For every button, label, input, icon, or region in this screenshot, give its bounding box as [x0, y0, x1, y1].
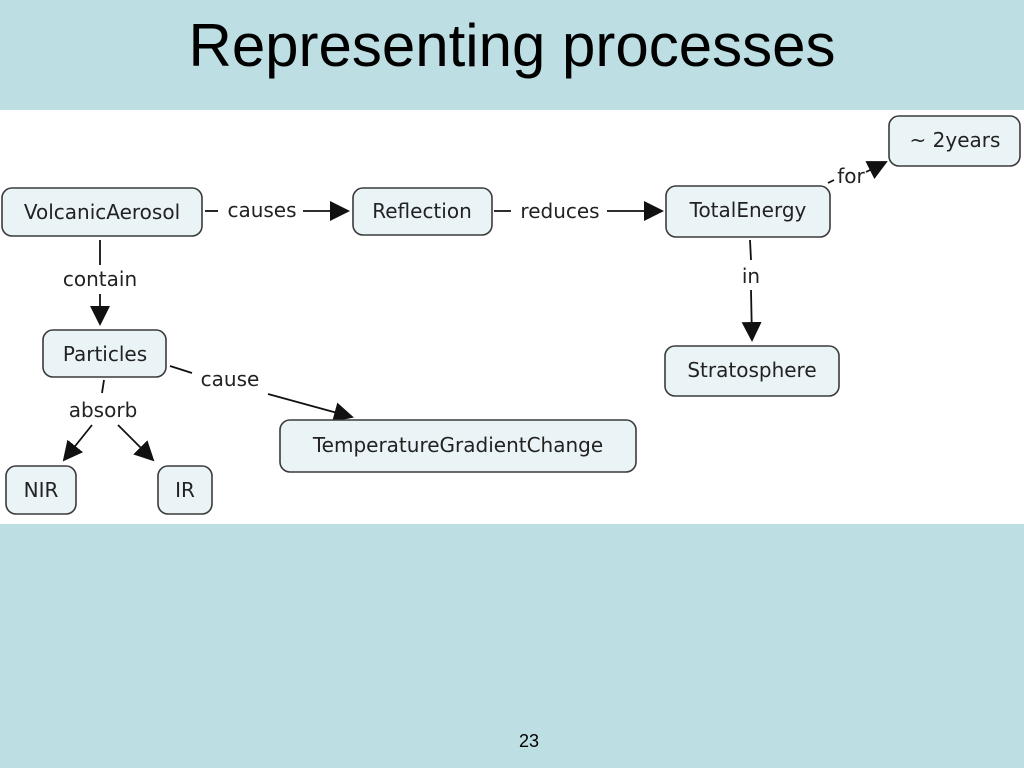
edge-for-twoyears: [865, 161, 888, 179]
edge-cause-temperaturegradientchange: [267, 393, 354, 422]
node-ir[interactable]: IR: [157, 465, 213, 515]
node-temperature-gradient-change[interactable]: TemperatureGradientChange: [279, 419, 637, 473]
slide-title: Representing processes: [188, 12, 836, 79]
link-label-in: in: [742, 264, 760, 288]
link-label-contain: contain: [63, 267, 137, 291]
node-label: NIR: [24, 478, 59, 502]
node-label: Stratosphere: [687, 358, 816, 382]
node-stratosphere[interactable]: Stratosphere: [664, 345, 840, 397]
edge-absorb-ir: [117, 424, 155, 462]
concept-map: causes reduces for in contain cause abso…: [0, 110, 1024, 524]
node-particles[interactable]: Particles: [42, 329, 167, 378]
node-total-energy[interactable]: TotalEnergy: [665, 185, 831, 238]
page-number: 23: [518, 731, 540, 751]
edge-particles-cause: [169, 365, 193, 374]
edge-totalenergy-for: [827, 179, 835, 184]
node-label: ~ 2years: [910, 128, 1001, 152]
node-label: TotalEnergy: [689, 198, 807, 222]
node-label: TemperatureGradientChange: [312, 433, 603, 457]
node-label: Particles: [63, 342, 147, 366]
edge-in-stratosphere: [741, 289, 762, 342]
link-label-causes: causes: [227, 198, 296, 222]
node-nir[interactable]: NIR: [5, 465, 77, 515]
edge-totalenergy-in: [749, 239, 752, 261]
node-label: Reflection: [372, 199, 472, 223]
node-label: IR: [175, 478, 195, 502]
link-label-absorb: absorb: [69, 398, 138, 422]
concept-map-canvas: causes reduces for in contain cause abso…: [1, 115, 1021, 515]
link-label-for: for: [837, 164, 865, 188]
link-label-reduces: reduces: [520, 199, 599, 223]
node-volcanic-aerosol[interactable]: VolcanicAerosol: [1, 187, 203, 237]
link-label-cause: cause: [201, 367, 260, 391]
edge-absorb-nir: [62, 424, 93, 462]
node-two-years[interactable]: ~ 2years: [888, 115, 1021, 167]
node-label: VolcanicAerosol: [24, 200, 180, 224]
edge-particles-absorb: [101, 379, 105, 394]
node-reflection[interactable]: Reflection: [352, 187, 493, 236]
